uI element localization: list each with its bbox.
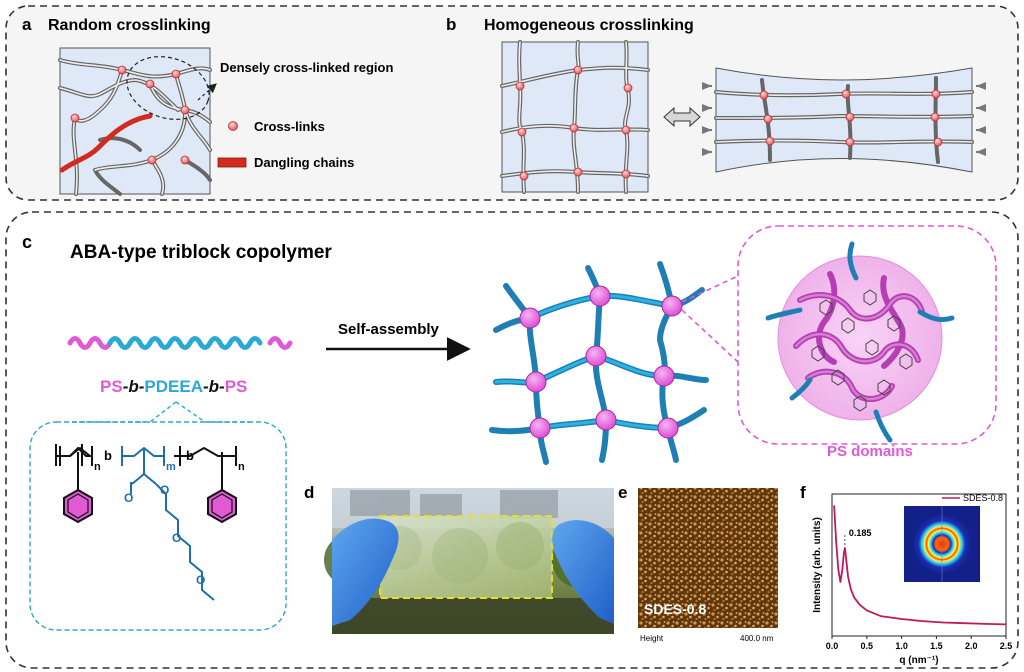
chart-legend-label: SDES-0.8 (963, 493, 1003, 503)
ps-nodes (519, 285, 683, 439)
chart-plot-frame (831, 493, 1007, 637)
x-tick-label: 0.0 (826, 641, 839, 651)
dangling-chain (59, 113, 153, 173)
saxs-chart: 0.0 0.5 1.0 1.5 2.0 2.5 (826, 493, 1013, 651)
repeat-m: m (166, 461, 176, 473)
dense-region-label: Densely cross-linked region (220, 60, 393, 75)
phenyl-pendants (811, 289, 913, 412)
copolymer-pdeea: PDEEA (144, 377, 203, 396)
pdeea-bracket (121, 446, 215, 601)
panel-b-letter: b (446, 15, 456, 34)
ether-oxygen-1: O (172, 531, 181, 545)
panel-a-title: Random crosslinking (48, 17, 211, 34)
self-assembly-label: Self-assembly (338, 321, 440, 338)
panel-a-letter: a (22, 15, 32, 34)
triblock-chain (67, 336, 293, 350)
panel-d-letter: d (304, 483, 314, 502)
ps-bracket-1 (59, 446, 93, 466)
saxs-2d-pattern (904, 506, 980, 582)
series-line (833, 505, 1007, 626)
crosslink-legend-label: Cross-links (254, 119, 325, 134)
ps-domains-label: PS domains (827, 443, 913, 460)
random-network (58, 47, 212, 196)
panel-b-title: Homogeneous crosslinking (484, 17, 694, 34)
x-tick-label: 1.0 (895, 641, 908, 651)
transparency-photo (324, 488, 614, 634)
block-b-2: b (186, 448, 194, 463)
dense-region-outline (126, 56, 210, 120)
x-tick-label: 0.5 (861, 641, 874, 651)
stretched-network (702, 67, 986, 173)
dangling-legend-label: Dangling chains (254, 155, 354, 170)
copolymer-block-sep-1: -b- (123, 377, 145, 396)
afm-scale-label: 400.0 nm (740, 634, 774, 643)
copolymer-ps-b: PS (225, 377, 248, 396)
x-tick-label: 2.0 (965, 641, 978, 651)
chart-y-axis-label: Intensity (arb. units) (812, 517, 823, 613)
ester-oxygen: O (160, 483, 169, 497)
panel-f-letter: f (800, 483, 806, 502)
dangling-legend-marker (217, 157, 247, 168)
homogeneous-network (500, 40, 650, 194)
afm-sample-label: SDES-0.8 (644, 601, 706, 617)
crosslink-legend-marker (228, 121, 238, 131)
afm-image: SDES-0.8 (638, 488, 778, 628)
double-arrow-icon (663, 106, 701, 128)
ether-oxygen-2: O (196, 573, 205, 587)
panel-c-title: ABA-type triblock copolymer (70, 242, 332, 263)
repeat-n-1: n (94, 461, 101, 473)
copolymer-block-sep-2: -b- (203, 377, 225, 396)
copolymer-ps-a: PS (100, 377, 123, 396)
panel-c-letter: c (22, 232, 32, 252)
x-tick-label: 2.5 (1000, 641, 1013, 651)
x-tick-label: 1.5 (930, 641, 943, 651)
chart-x-axis-label: q (nm⁻¹) (899, 655, 938, 666)
peak-label: 0.185 (849, 528, 872, 538)
pdeea-tails (765, 241, 955, 443)
structure-callout (29, 421, 287, 631)
copolymer-name: PS-b-PDEEA-b-PS (100, 377, 247, 396)
ps-bracket-2 (174, 446, 237, 490)
ps-domain-callout (737, 225, 997, 445)
block-b-1: b (104, 448, 112, 463)
afm-mode-label: Height (640, 634, 664, 643)
carbonyl-oxygen: O (124, 491, 133, 505)
repeat-n-2: n (238, 461, 245, 473)
panel-e-letter: e (618, 483, 627, 502)
